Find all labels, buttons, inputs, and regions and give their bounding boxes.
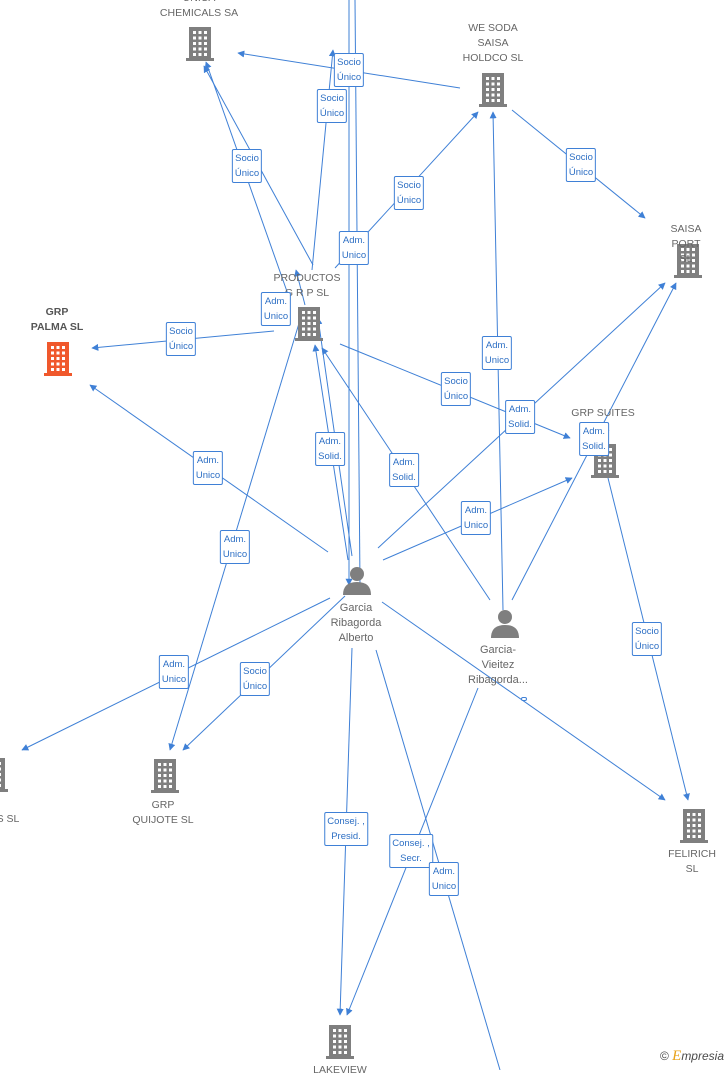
brand-name: mpresia xyxy=(681,1049,724,1063)
building-icon[interactable] xyxy=(674,244,702,278)
relation-label[interactable]: Consej. , Secr. xyxy=(389,834,433,868)
node-icons xyxy=(0,27,708,1059)
building-icon[interactable] xyxy=(186,27,214,61)
relation-label[interactable]: Adm. Unico xyxy=(158,655,190,689)
building-icon[interactable] xyxy=(151,759,179,793)
company-label-we-soda[interactable]: WE SODA SAISA HOLDCO SL xyxy=(462,22,524,64)
relation-label[interactable]: Adm. Unico xyxy=(460,501,492,535)
relation-label[interactable]: Adm. Solid. xyxy=(505,400,535,434)
company-label-grp-palma[interactable]: GRP PALMA SL xyxy=(30,306,84,333)
relation-label[interactable]: Adm. Unico xyxy=(338,231,370,265)
building-icon-highlighted[interactable] xyxy=(44,342,72,376)
relation-label[interactable]: Socio Único xyxy=(565,148,597,182)
company-label-left-cut[interactable]: S SL xyxy=(0,813,20,825)
relation-edge xyxy=(354,0,361,586)
relation-label[interactable]: Socio Único xyxy=(165,322,197,356)
company-label-grp-quijote[interactable]: GRP QUIJOTE SL xyxy=(132,799,194,826)
relation-edge xyxy=(375,649,501,1070)
company-label-lakeview[interactable]: LAKEVIEW xyxy=(313,1064,367,1076)
relation-label[interactable]: Socio Único xyxy=(631,622,663,656)
company-label-unica-chemicals[interactable]: UNICA CHEMICALS SA xyxy=(159,0,239,19)
relation-label[interactable] xyxy=(521,697,527,701)
relation-edge xyxy=(294,269,306,306)
relation-label[interactable]: Adm. Solid. xyxy=(315,432,345,466)
relation-label[interactable]: Socio Único xyxy=(231,149,263,183)
relation-label[interactable]: Adm. Unico xyxy=(192,451,224,485)
person-label-vieitez[interactable]: Garcia- Vieitez Ribagorda... xyxy=(468,644,528,686)
company-label-saisa-port[interactable]: SAISA PORT SL xyxy=(670,223,702,265)
relation-label[interactable]: Socio Único xyxy=(393,176,425,210)
building-icon[interactable] xyxy=(0,758,8,792)
empresia-logo: © Empresia xyxy=(660,1048,724,1065)
relation-edge xyxy=(381,601,666,801)
relation-label[interactable]: Adm. Solid. xyxy=(389,453,419,487)
relation-label[interactable]: Socio Único xyxy=(239,662,271,696)
copyright-symbol: © xyxy=(659,1049,669,1063)
relation-label[interactable]: Adm. Unico xyxy=(428,862,460,896)
company-label-felirich[interactable]: FELIRICH SL xyxy=(668,848,716,875)
relation-label[interactable]: Adm. Unico xyxy=(219,530,251,564)
relation-label[interactable]: Socio Único xyxy=(440,372,472,406)
brand-initial: E xyxy=(672,1048,682,1064)
relation-label[interactable]: Adm. Solid. xyxy=(579,422,609,456)
relation-label[interactable]: Consej. , Presid. xyxy=(324,812,368,846)
building-icon[interactable] xyxy=(680,809,708,843)
relation-label[interactable]: Socio Único xyxy=(333,53,365,87)
relation-label[interactable]: Socio Único xyxy=(316,89,348,123)
person-icon[interactable] xyxy=(491,610,519,638)
person-label-alberto[interactable]: Garcia Ribagorda Alberto xyxy=(330,602,382,644)
person-icon[interactable] xyxy=(343,567,371,595)
relation-label[interactable]: Adm. Unico xyxy=(260,292,292,326)
building-icon[interactable] xyxy=(479,73,507,107)
relation-edge xyxy=(311,49,336,271)
relation-label[interactable]: Adm. Unico xyxy=(481,336,513,370)
building-icon[interactable] xyxy=(295,307,323,341)
building-icon[interactable] xyxy=(326,1025,354,1059)
